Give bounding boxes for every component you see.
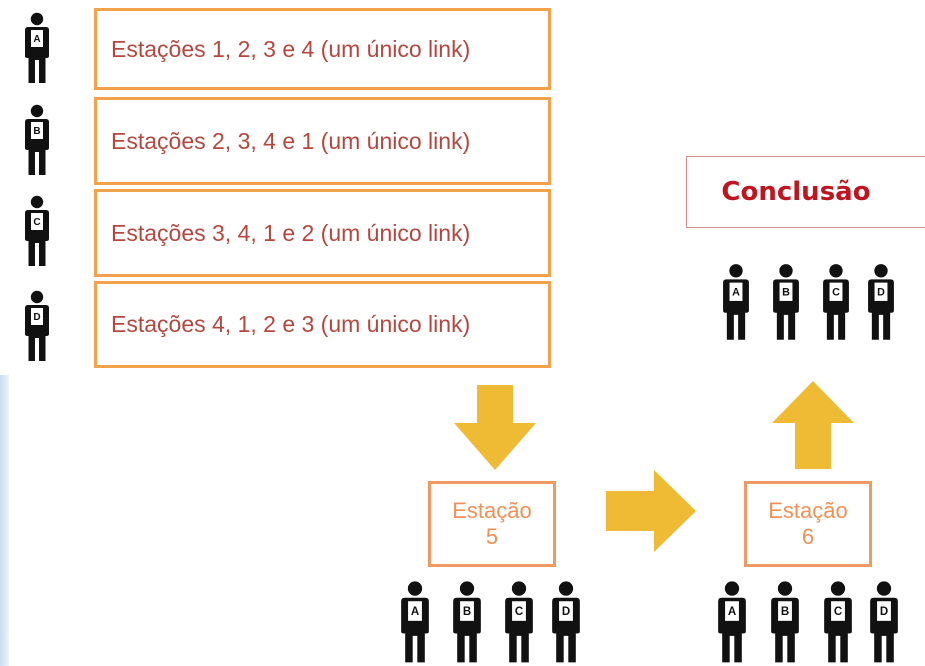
- station-6-title: Estação: [768, 498, 848, 523]
- person-c-icon: C: [823, 578, 853, 666]
- station-label: Estações 2, 3, 4 e 1 (um único link): [111, 127, 471, 154]
- svg-text:C: C: [515, 606, 523, 618]
- svg-text:D: D: [562, 606, 570, 618]
- arrow-right-icon: [606, 470, 696, 552]
- station-5-title: Estação: [452, 498, 532, 523]
- station-label: Estações 1, 2, 3 e 4 (um único link): [111, 35, 471, 62]
- svg-text:B: B: [33, 126, 40, 137]
- station-6-box: Estação 6: [744, 481, 872, 567]
- person-c-icon: C: [24, 195, 50, 267]
- svg-text:C: C: [33, 217, 40, 228]
- svg-text:A: A: [33, 34, 40, 45]
- station-5-box: Estação 5: [428, 481, 556, 567]
- person-d-icon: D: [867, 262, 895, 342]
- svg-text:C: C: [834, 606, 842, 618]
- station-label: Estações 4, 1, 2 e 3 (um único link): [111, 311, 471, 337]
- svg-text:A: A: [411, 606, 420, 618]
- svg-text:B: B: [463, 606, 471, 618]
- svg-text:B: B: [782, 287, 790, 299]
- svg-text:C: C: [832, 287, 840, 299]
- person-c-icon: C: [504, 578, 534, 666]
- person-d-icon: D: [551, 578, 581, 666]
- svg-text:B: B: [781, 606, 789, 618]
- station-6-number: 6: [801, 524, 815, 549]
- svg-text:D: D: [877, 287, 885, 299]
- conclusion-label: Conclusão: [721, 177, 871, 207]
- person-d-icon: D: [869, 578, 899, 666]
- arrow-down-icon: [454, 385, 536, 470]
- svg-text:A: A: [732, 287, 740, 299]
- station-box-2: Estações 2, 3, 4 e 1 (um único link): [94, 97, 551, 185]
- station-box-3: Estações 3, 4, 1 e 2 (um único link): [94, 189, 551, 277]
- person-d-icon: D: [24, 290, 50, 362]
- person-b-icon: B: [24, 104, 50, 176]
- person-b-icon: B: [770, 578, 800, 666]
- svg-text:D: D: [33, 312, 40, 323]
- person-b-icon: B: [772, 262, 800, 342]
- svg-text:A: A: [728, 606, 737, 618]
- person-a-icon: A: [400, 578, 430, 666]
- person-c-icon: C: [822, 262, 850, 342]
- person-b-icon: B: [452, 578, 482, 666]
- svg-text:D: D: [880, 606, 888, 618]
- station-label: Estações 3, 4, 1 e 2 (um único link): [111, 219, 471, 246]
- conclusion-box: Conclusão: [686, 156, 925, 228]
- station-box-1: Estações 1, 2, 3 e 4 (um único link): [94, 8, 551, 90]
- station-5-number: 5: [485, 524, 499, 549]
- person-a-icon: A: [722, 262, 750, 342]
- left-edge-strip: [0, 375, 9, 666]
- person-a-icon: A: [24, 12, 50, 84]
- station-box-4: Estações 4, 1, 2 e 3 (um único link): [94, 281, 551, 368]
- arrow-up-icon: [772, 381, 854, 469]
- person-a-icon: A: [717, 578, 747, 666]
